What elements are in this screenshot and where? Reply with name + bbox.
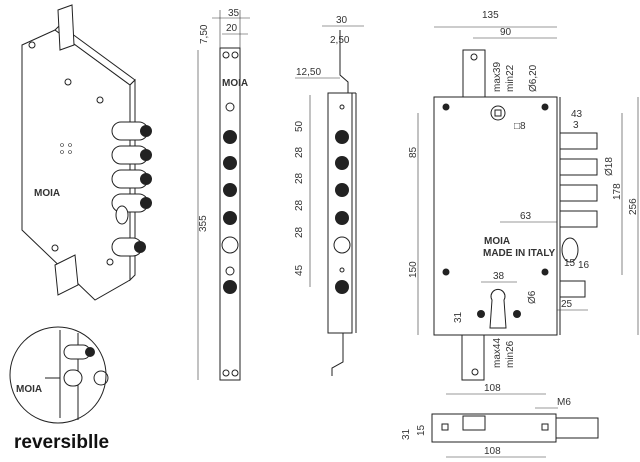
strike-plate-view: MOIA 35 20 7,50 355 <box>197 8 250 381</box>
dim-center-offset: 63 <box>520 211 532 222</box>
dim-bottom-bolt: 25 <box>561 299 573 310</box>
dim-bolt-projection: 43 <box>571 109 583 120</box>
dim-bottom-width: 108 <box>484 383 501 394</box>
strike-brand: MOIA <box>222 78 248 89</box>
dim-cyl-offset: 31 <box>453 311 464 323</box>
dim-lower-height: 150 <box>408 261 419 278</box>
side-strip-view: 30 2,50 12,50 50 28 28 28 28 45 <box>294 15 364 376</box>
front-made-in: MADE IN ITALY <box>483 248 556 259</box>
dim-strike-length: 355 <box>198 215 209 232</box>
lock-3d-brand: MOIA <box>34 188 60 199</box>
dim-bolt-gap: 3 <box>573 120 579 131</box>
dim-bottom-min: min26 <box>505 340 516 368</box>
dim-strip-spacing-5: 28 <box>294 226 305 238</box>
front-brand: MOIA <box>484 236 510 247</box>
dim-top-height: 85 <box>408 146 419 158</box>
dim-thread: M6 <box>557 397 571 408</box>
dim-top-max: max39 <box>492 62 503 92</box>
dim-strip-spacing-6: 45 <box>294 264 305 276</box>
dim-backset: 90 <box>500 27 512 38</box>
bolts-front <box>559 132 598 298</box>
dim-screw-dia: Ø6,20 <box>528 64 539 92</box>
dim-strip-tab-thickness: 2,50 <box>330 35 350 46</box>
dim-strip-spacing-2: 28 <box>294 146 305 158</box>
dim-strip-tab-offset: 12,50 <box>296 67 321 78</box>
lock-3d-view: MOIA <box>21 4 152 301</box>
dim-latch-b: 16 <box>578 260 590 271</box>
dim-center: 15 <box>416 424 427 436</box>
dim-width: 135 <box>482 10 499 21</box>
dim-bottom-view-width: 108 <box>484 446 501 457</box>
lock-bottom-view: M6 31 15 108 <box>401 397 599 458</box>
dim-cyl-dia: Ø6 <box>527 290 538 304</box>
inset-brand: MOIA <box>16 384 42 395</box>
dim-strike-width: 35 <box>228 8 240 19</box>
dim-bolt-dia: Ø18 <box>604 157 615 176</box>
dim-strip-spacing-1: 50 <box>294 120 305 132</box>
dim-latch-a: 15 <box>564 258 576 269</box>
dim-depth: 31 <box>401 428 412 440</box>
reversible-caption: reversiblle <box>14 432 110 453</box>
dim-height: 256 <box>628 198 639 215</box>
dim-strip-spacing-3: 28 <box>294 172 305 184</box>
dim-bottom-max: max44 <box>492 338 503 368</box>
dim-spindle: □8 <box>514 121 526 132</box>
lock-front-view: MOIA MADE IN ITALY 135 90 max39 min22 Ø6… <box>408 10 639 395</box>
dim-strike-hole-spacing: 20 <box>226 23 238 34</box>
dim-bolt-span: 178 <box>612 183 623 200</box>
reversible-inset: MOIA <box>9 326 109 424</box>
dim-top-min: min22 <box>505 64 516 92</box>
dim-strip-width: 30 <box>336 15 348 26</box>
bolts <box>111 121 152 257</box>
dim-strike-top-offset: 7,50 <box>199 24 210 44</box>
dim-strip-spacing-4: 28 <box>294 199 305 211</box>
dim-cyl-spacing: 38 <box>493 271 505 282</box>
